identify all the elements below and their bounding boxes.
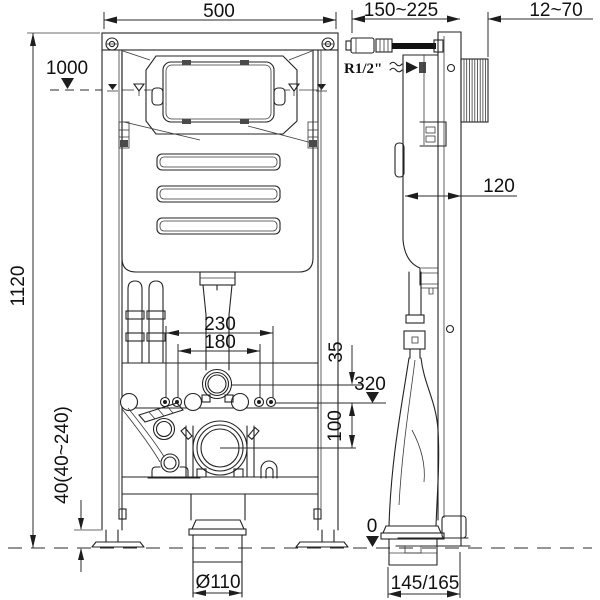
drain-assembly: [121, 402, 278, 479]
supply-hose: [392, 43, 436, 49]
frame-bracket: [419, 121, 447, 147]
channel-hole-icon: [446, 63, 456, 73]
dim-height-label: 1120: [8, 266, 29, 307]
inlet-port: [419, 62, 426, 73]
rail-bracket: [118, 121, 130, 149]
panel-clip-icon: [240, 119, 249, 124]
dim-width-500: 500: [103, 1, 337, 29]
level-triangle-icon: [366, 536, 379, 547]
panel-side-clip: [273, 87, 286, 106]
angled-screw-icon: [247, 426, 260, 441]
dim-230-label: 230: [204, 314, 236, 335]
dim-35-label: 35: [326, 341, 347, 362]
panel-clip-icon: [182, 119, 191, 124]
panel-clip-icon: [182, 60, 191, 65]
flush-plate-slots: [156, 153, 281, 235]
hanger-screw-icon: [105, 37, 119, 51]
leg-clamp-screw: [118, 508, 127, 520]
hose-bracket: [138, 402, 184, 423]
drain-socket: [180, 420, 260, 478]
front-view: 500 1120 1000: [8, 1, 386, 598]
dim-320-label: 320: [354, 374, 386, 395]
level-320-marker: 320: [276, 374, 386, 404]
level-triangle-icon: [61, 78, 74, 89]
dim-flush-offset-35: 35: [232, 341, 363, 386]
dim-wall-finish-label: 12~70: [529, 0, 582, 21]
floor-zero-marker: 0: [366, 516, 379, 547]
dim-frame-depth-label: 120: [483, 176, 515, 197]
pipe-clamp: [147, 453, 201, 479]
inspection-panel: [162, 61, 275, 123]
flush-pipe: [199, 271, 236, 371]
flush-elbow-connector: [201, 368, 234, 403]
u-clamp: [260, 460, 278, 479]
side-foot: [395, 515, 471, 547]
dim-180-label: 180: [204, 332, 236, 353]
dim-leg-adjust: 40(40~240): [52, 406, 101, 572]
cistern-side-profile: [394, 54, 447, 295]
drain-fitting-side: [380, 525, 445, 566]
drain-pipe: Ø110: [188, 493, 247, 598]
dim-drain-height-100: 100: [220, 403, 356, 449]
floor-zero-label: 0: [367, 516, 378, 537]
level-triangle-icon: [366, 392, 379, 403]
dim-bolt-spacing-180: 180: [177, 332, 261, 398]
valve-cap: [345, 40, 352, 51]
dim-drain-diameter-label: Ø110: [195, 572, 240, 593]
dim-bolt-spacing-230: 230: [165, 314, 274, 398]
wall-hatch: [460, 58, 489, 123]
dim-leg-adjust-label: 40(40~240): [52, 406, 73, 504]
dim-width-label: 500: [203, 1, 235, 22]
cistern-tank: [118, 49, 319, 273]
flow-arrow-icon: [406, 61, 418, 74]
rail-level-mark-icon: [317, 84, 326, 90]
angled-screw-icon: [180, 426, 193, 441]
hanger-screw-icon: [321, 37, 335, 51]
panel-clip-icon: [240, 60, 249, 65]
side-view: 150~225 12~70 R1/2": [344, 0, 593, 598]
dim-outlet-distance-label: 145/165: [391, 573, 460, 594]
flush-pipe-side: [388, 271, 440, 527]
water-flow-icon: [389, 61, 403, 73]
frame-channel: [437, 31, 462, 547]
dim-depth-adjust-label: 150~225: [364, 0, 439, 21]
dim-frame-depth: 120: [405, 176, 517, 200]
dim-outlet-distance: 145/165: [387, 552, 461, 598]
rail-bracket: [307, 121, 319, 149]
water-level-1000-marker: 1000: [46, 58, 327, 96]
dim-height-1120: 1120: [8, 32, 100, 548]
inlet-thread-annotation: R1/2": [344, 61, 426, 77]
panel-side-clip: [151, 87, 164, 106]
inlet-thread-label: R1/2": [344, 61, 382, 77]
supply-pipes: [125, 280, 166, 364]
dim-wall-finish: 12~70: [487, 0, 593, 57]
adjustable-leg: [91, 529, 145, 548]
dim-100-label: 100: [325, 410, 346, 442]
top-rail: [101, 32, 339, 51]
profile-bump: [394, 142, 405, 178]
channel-hole-icon: [445, 324, 455, 334]
rail-level-mark-icon: [108, 84, 117, 90]
angle-valve: [350, 37, 375, 54]
inlet-valve-assembly: [345, 37, 444, 54]
open-level-triangle-icon: [132, 83, 146, 92]
water-level-label: 1000: [46, 58, 88, 79]
adjustable-leg: [295, 529, 349, 548]
dim-depth-adjust: 150~225: [351, 0, 460, 33]
access-panel-surround: [145, 55, 298, 135]
leg-clamp-screw: [313, 508, 322, 520]
